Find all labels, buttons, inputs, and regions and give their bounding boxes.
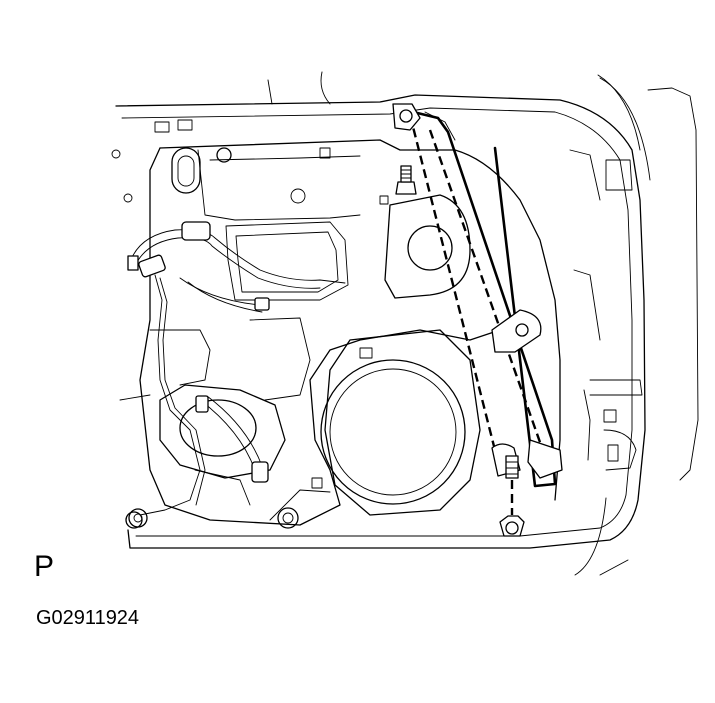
door-edge-parts <box>569 149 643 471</box>
rail-guide-clip <box>491 309 542 353</box>
upper-bracket <box>392 103 421 131</box>
service-holes <box>111 119 619 489</box>
wire-harness <box>125 221 346 529</box>
figure-code: G02911924 <box>36 607 140 629</box>
upper-bolt <box>395 165 417 195</box>
door-frame <box>115 71 699 576</box>
lower-pocket <box>159 384 286 506</box>
bottom-grommets <box>128 507 299 529</box>
regulator-rail <box>403 108 557 488</box>
lower-bolt <box>499 455 525 537</box>
speaker-opening <box>320 329 481 516</box>
upper-round-hole <box>384 194 471 299</box>
oval-slot <box>171 147 201 194</box>
view-label: P <box>34 550 55 583</box>
